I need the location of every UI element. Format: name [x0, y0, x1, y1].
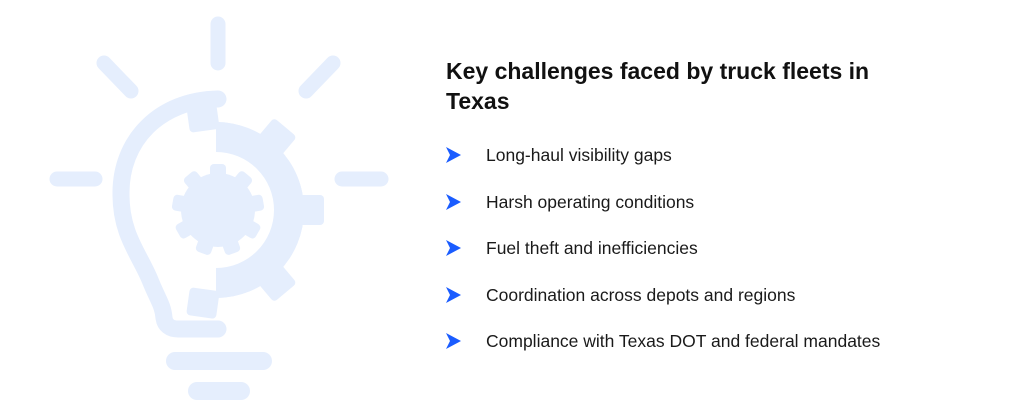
challenges-list: Long-haul visibility gaps Harsh operatin…	[444, 143, 880, 376]
page-title: Key challenges faced by truck fleets in …	[446, 58, 870, 114]
list-item: Harsh operating conditions	[444, 190, 880, 237]
list-item-label: Long-haul visibility gaps	[486, 145, 672, 165]
chevron-right-icon	[446, 333, 461, 349]
chevron-right-icon	[446, 193, 461, 210]
list-item-label: Compliance with Texas DOT and federal ma…	[486, 331, 881, 351]
list-item: Coordination across depots and regions	[444, 283, 880, 330]
list-item: Compliance with Texas DOT and federal ma…	[444, 329, 880, 376]
list-item: Fuel theft and inefficiencies	[444, 236, 880, 283]
list-item-label: Harsh operating conditions	[486, 191, 695, 212]
chevron-right-icon	[446, 147, 461, 163]
list-item-label: Fuel theft and inefficiencies	[486, 238, 698, 258]
chevron-right-icon	[446, 240, 461, 256]
list-item: Long-haul visibility gaps	[444, 143, 880, 190]
list-item-label: Coordination across depots and regions	[486, 284, 796, 305]
chevron-right-icon	[446, 286, 461, 303]
lightbulb-gear-icon	[49, 16, 389, 400]
